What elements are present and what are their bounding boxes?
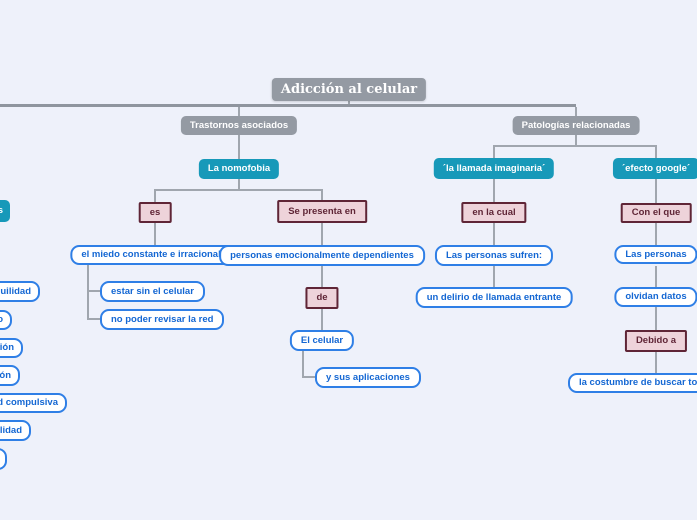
node-un-delirio-llamada-entrante[interactable]: un delirio de llamada entrante [415, 287, 573, 308]
root-title[interactable]: Adicción al celular [271, 78, 427, 101]
node-olvidan-datos[interactable]: olvidan datos [614, 287, 697, 307]
node-la-costumbre-de-buscar[interactable]: la costumbre de buscar todo e [568, 373, 697, 393]
nomofobia-split [154, 189, 323, 191]
personas-to-de [321, 266, 323, 287]
clipped-node-empty[interactable] [0, 448, 7, 470]
elbow-no-poder [87, 318, 100, 320]
trastornos-to-nomofobia [238, 135, 240, 159]
clipped-node-sion-1[interactable]: sión [0, 338, 23, 358]
node-estar-sin-el-celular[interactable]: estar sin el celular [100, 281, 205, 302]
node-miedo-constante[interactable]: el miedo constante e irracional a [70, 245, 240, 265]
node-no-poder-revisar-la-red[interactable]: no poder revisar la red [100, 309, 225, 330]
clipped-node-quilidad[interactable]: quilidad [0, 281, 40, 302]
google-to-conelque [655, 179, 657, 203]
split-to-google [655, 145, 657, 158]
split-to-se-presenta [321, 189, 323, 200]
enlacual-to-sufren [493, 223, 495, 245]
node-debido-a[interactable]: Debido a [624, 330, 688, 352]
clipped-node-o[interactable]: o [0, 310, 12, 330]
patologias-stem [575, 135, 577, 146]
node-se-presenta-en[interactable]: Se presenta en [277, 200, 367, 223]
node-efecto-google[interactable]: ´efecto google´ [612, 158, 697, 179]
sufren-to-delirio [493, 266, 495, 287]
node-en-la-cual[interactable]: en la cual [461, 202, 527, 223]
drop-trastornos [238, 107, 240, 116]
personas-to-olvidan [655, 266, 657, 287]
node-personas-dependientes[interactable]: personas emocionalmente dependientes [219, 245, 425, 266]
clipped-node-ilidad[interactable]: ilidad [0, 420, 31, 441]
node-con-el-que[interactable]: Con el que [620, 203, 692, 223]
conelque-to-personas [655, 223, 657, 245]
branch-trastornos-asociados[interactable]: Trastornos asociados [180, 116, 298, 135]
node-las-personas[interactable]: Las personas [614, 245, 697, 264]
node-y-sus-aplicaciones[interactable]: y sus aplicaciones [315, 367, 421, 388]
node-de[interactable]: de [305, 287, 339, 309]
node-es[interactable]: es [138, 202, 172, 223]
es-to-miedo [154, 223, 156, 245]
de-to-celular [321, 309, 323, 330]
llamada-to-enlacual [493, 179, 495, 202]
debido-to-costumbre [655, 352, 657, 373]
elbow-aplicaciones [302, 376, 315, 378]
title-tick [348, 100, 350, 104]
elbow-estar-sin [87, 290, 100, 292]
node-las-personas-sufren[interactable]: Las personas sufren: [434, 245, 554, 266]
miedo-stem [87, 265, 89, 320]
split-to-llamada [493, 145, 495, 158]
nomofobia-stem [238, 179, 240, 191]
clipped-node-sion-2[interactable]: sión [0, 365, 20, 386]
main-horizontal-line [0, 104, 576, 107]
patologias-split [493, 145, 657, 147]
clipped-node-dad-compulsiva[interactable]: dad compulsiva [0, 393, 67, 413]
clipped-teal-node-fragment[interactable]: s [0, 200, 10, 222]
sepresenta-to-personas [321, 223, 323, 245]
node-el-celular[interactable]: El celular [289, 330, 355, 351]
split-to-es [154, 189, 156, 202]
node-la-nomofobia[interactable]: La nomofobia [198, 159, 280, 179]
branch-patologias-relacionadas[interactable]: Patologías relacionadas [512, 116, 640, 135]
drop-patologias [575, 107, 577, 116]
olvidan-to-debido [655, 307, 657, 330]
celular-stem [302, 351, 304, 377]
node-la-llamada-imaginaria[interactable]: ´la llamada imaginaria´ [433, 158, 555, 179]
